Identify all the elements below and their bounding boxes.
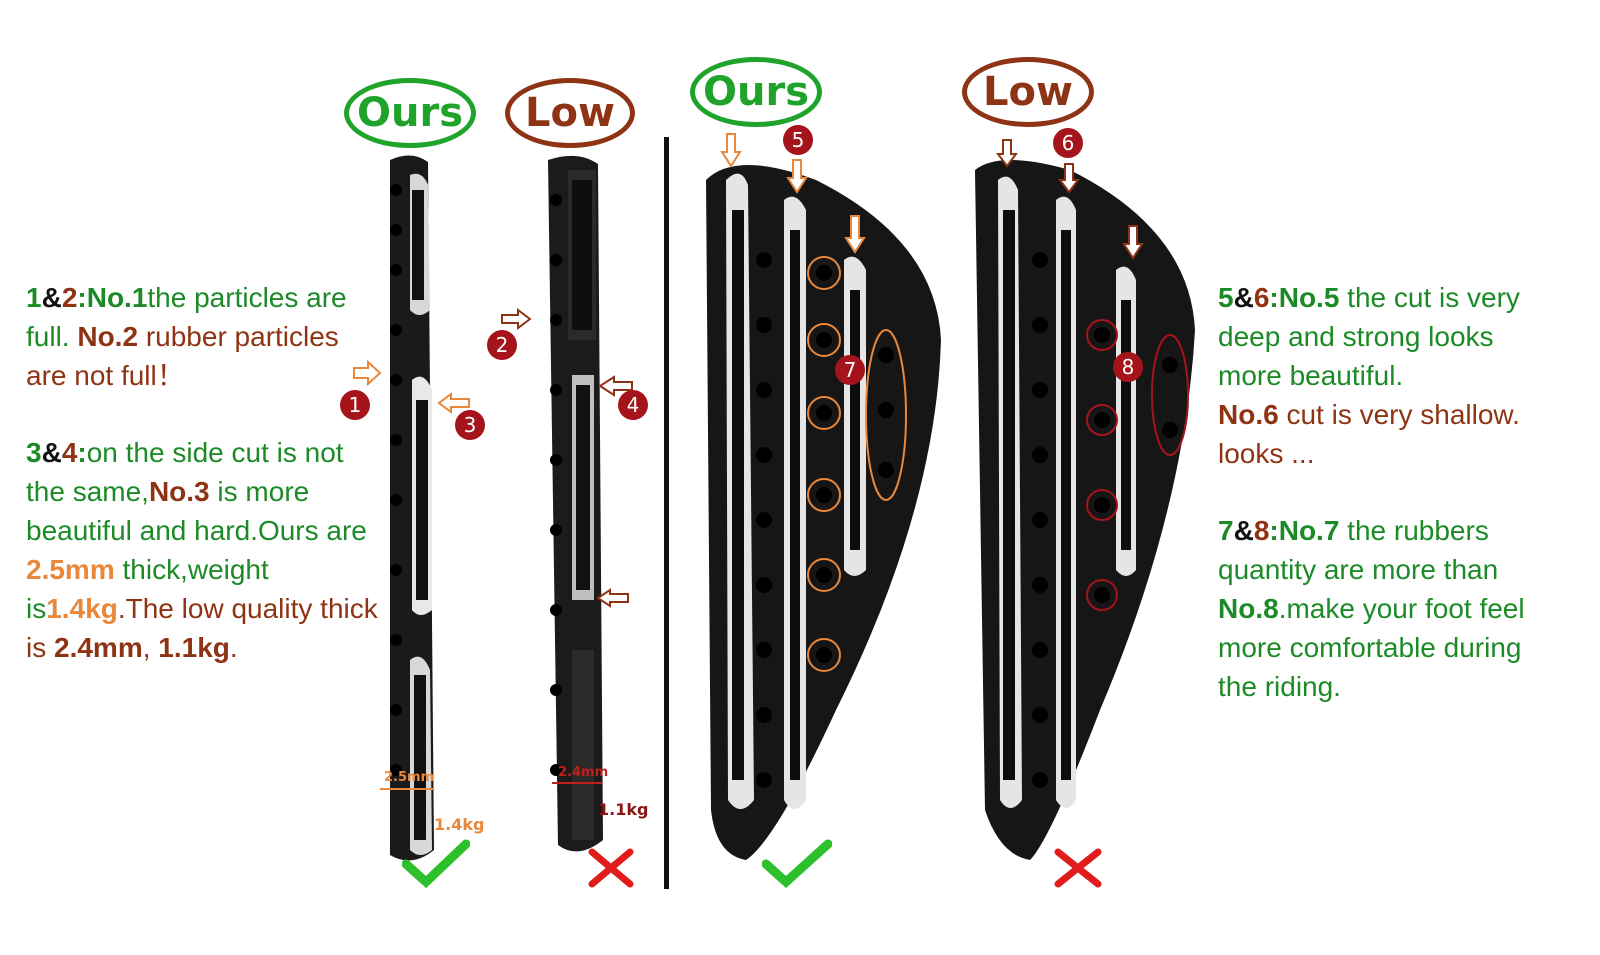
arrow-down-icon [786, 159, 808, 194]
ours-top-view-image [706, 165, 941, 860]
badge-7: 7 [835, 355, 865, 385]
left-description: 1&2:No.1the particles are full. No.2 rub… [26, 278, 386, 667]
low-top-view-image [975, 160, 1195, 860]
arrow-down-icon [996, 139, 1018, 168]
ours-side-view-image [390, 155, 434, 861]
vertical-divider [664, 137, 669, 889]
badge-2: 2 [487, 330, 517, 360]
check-icon [762, 839, 832, 888]
arrow-icon [596, 588, 629, 608]
badge-1: 1 [340, 390, 370, 420]
ours-thickness-label: 2.5mm [384, 770, 435, 785]
low-weight-label: 1.1kg [598, 800, 649, 819]
cross-icon [588, 848, 634, 888]
low-label-right: Low [962, 57, 1094, 127]
ours-label-left: Ours [344, 78, 476, 148]
arrow-icon [437, 392, 470, 414]
arrow-down-icon [1122, 225, 1144, 260]
arrow-icon [501, 308, 532, 330]
arrow-icon [353, 360, 382, 386]
ours-thickness-line [380, 788, 434, 790]
low-label-left: Low [505, 78, 635, 148]
description-7-8: 7&8:No.7 the rubbers quantity are more t… [1218, 515, 1525, 702]
arrow-down-icon [1058, 163, 1080, 194]
arrow-down-icon [844, 215, 866, 254]
badge-8: 8 [1113, 352, 1143, 382]
badge-6: 6 [1053, 128, 1083, 158]
description-3-4: 3&4:on the side cut is not the same,No.3… [26, 437, 378, 663]
badge-3: 3 [455, 410, 485, 440]
arrow-down-icon [720, 133, 742, 168]
badge-4: 4 [618, 390, 648, 420]
low-side-view-image [548, 155, 603, 852]
ours-weight-label: 1.4kg [434, 815, 485, 834]
description-5-6: 5&6:No.5 the cut is very deep and strong… [1218, 282, 1520, 469]
right-description: 5&6:No.5 the cut is very deep and strong… [1218, 278, 1558, 706]
low-thickness-label: 2.4mm [558, 765, 609, 780]
low-thickness-line [552, 782, 602, 784]
badge-5: 5 [783, 125, 813, 155]
description-1-2: 1&2:No.1the particles are full. No.2 rub… [26, 282, 347, 391]
cross-icon [1054, 848, 1102, 888]
check-icon [402, 839, 470, 888]
ours-label-right: Ours [690, 57, 822, 127]
